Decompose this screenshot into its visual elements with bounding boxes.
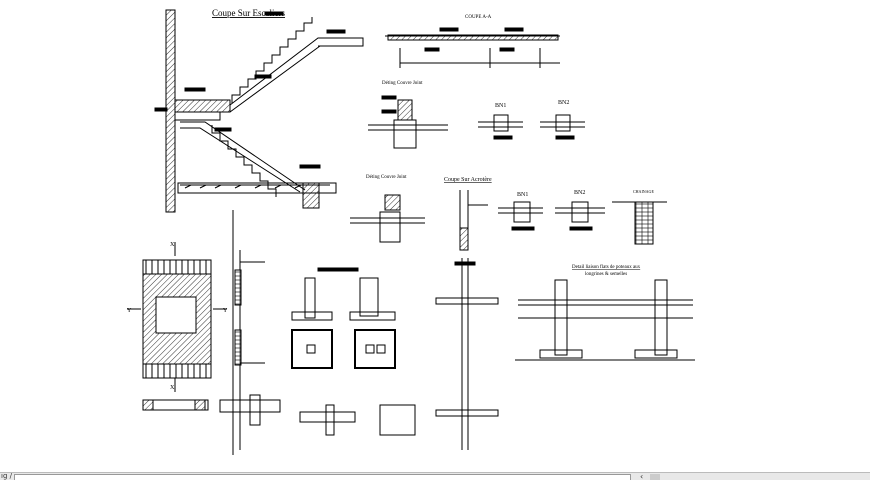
joint-detail-1-title: Déting Couvre Joint — [382, 81, 423, 86]
axis-y-right: Y — [223, 308, 228, 314]
acrotere-title: Coupe Sur Acrotère — [444, 177, 492, 183]
footing-details — [291, 267, 396, 369]
liaison-title-1: Detail liaison flats de poteaux aux — [572, 265, 641, 270]
axis-x-top: X — [170, 242, 175, 248]
joint-detail-2-title: Déting Couvre Joint — [366, 175, 407, 180]
detail-row-2 — [350, 190, 667, 251]
axis-x-bottom: X — [170, 385, 175, 391]
stair-section — [154, 9, 364, 213]
horizontal-scrollbar[interactable] — [650, 474, 660, 480]
section-aa — [385, 27, 560, 68]
column-plan — [127, 210, 265, 455]
bottom-details — [142, 394, 416, 436]
chainage-title: CHAINAGE — [633, 189, 654, 194]
liaison-detail — [515, 279, 695, 361]
bn2-label-a: BN2 — [558, 100, 569, 106]
bn-details-top — [478, 114, 585, 140]
section-aa-title: COUPE A-A — [465, 15, 492, 20]
stair-title: Coupe Sur Escaliers — [212, 8, 285, 18]
bn1-label-b: BN1 — [517, 192, 528, 198]
scroll-left-arrow-icon[interactable]: ‹ — [640, 472, 644, 480]
command-input[interactable] — [14, 474, 631, 480]
liaison-title-2: longrines & semelles — [585, 272, 627, 277]
axis-y-left: Y — [127, 308, 132, 314]
column-elevation — [435, 258, 499, 450]
bn2-label-b: BN2 — [574, 190, 585, 196]
command-prefix: ıg / — [1, 472, 12, 480]
bn1-label-a: BN1 — [495, 103, 506, 109]
joint-detail-1 — [368, 95, 448, 149]
